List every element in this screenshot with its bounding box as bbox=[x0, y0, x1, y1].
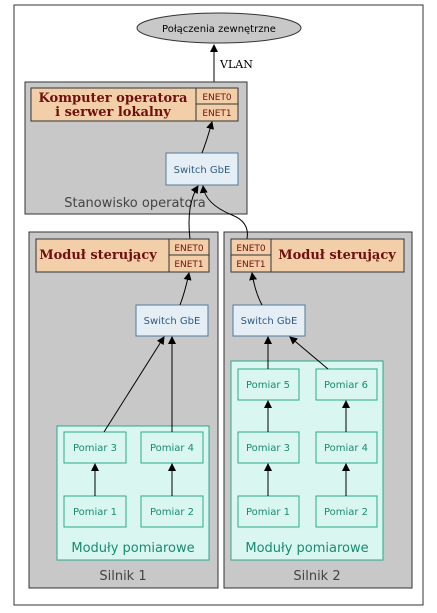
engine-1-switch-link bbox=[179, 272, 192, 306]
engine-1-measure-1: Pomiar 1 bbox=[63, 495, 127, 528]
svg-text:Pomiar 5: Pomiar 5 bbox=[246, 380, 290, 391]
engine-2-link-6-switch bbox=[289, 336, 329, 370]
svg-text:Pomiar 6: Pomiar 6 bbox=[324, 380, 368, 391]
svg-text:Pomiar 1: Pomiar 1 bbox=[73, 507, 117, 518]
operator-station-label: Stanowisko operatora bbox=[64, 196, 206, 211]
engine-2-switch-label: Switch GbE bbox=[241, 316, 298, 327]
engine-1-measure-4: Pomiar 4 bbox=[140, 431, 204, 464]
vlan-label: VLAN bbox=[219, 58, 253, 71]
operator-enet0-label: ENET0 bbox=[202, 93, 232, 103]
engine-1-switch-label: Switch GbE bbox=[144, 316, 201, 327]
engine-1-uplink bbox=[188, 185, 199, 240]
engine-1-measure-2: Pomiar 2 bbox=[140, 495, 204, 528]
engine-2-measure-6: Pomiar 6 bbox=[315, 368, 378, 401]
engine-2-controller-node: ENET0 ENET1 Moduł sterujący bbox=[230, 238, 405, 273]
engine-2-uplink bbox=[199, 185, 248, 240]
operator-computer-title-2: i serwer lokalny bbox=[55, 105, 171, 120]
engine-2-switch-link bbox=[249, 272, 263, 306]
svg-text:Pomiar 4: Pomiar 4 bbox=[324, 443, 368, 454]
engine-1-modules-label: Moduły pomiarowe bbox=[71, 541, 194, 556]
engine-2-label: Silnik 2 bbox=[293, 569, 340, 584]
engine-2-measure-5: Pomiar 5 bbox=[237, 368, 300, 401]
external-connections-node: Połączenia zewnętrzne bbox=[136, 12, 302, 44]
engine-1-enet1-label: ENET1 bbox=[174, 260, 203, 270]
engine-2-modules-label: Moduły pomiarowe bbox=[245, 541, 368, 556]
svg-text:Pomiar 1: Pomiar 1 bbox=[246, 507, 290, 518]
svg-text:Pomiar 2: Pomiar 2 bbox=[324, 507, 368, 518]
engine-2-enet0-label: ENET0 bbox=[236, 244, 266, 254]
engine-2-switch-node: Switch GbE bbox=[232, 304, 306, 337]
svg-text:Pomiar 4: Pomiar 4 bbox=[150, 443, 194, 454]
engine-1-controller-title: Moduł sterujący bbox=[39, 248, 157, 263]
engine-1-link-3-switch bbox=[103, 336, 165, 433]
operator-computer-node: Komputer operatora i serwer lokalny ENET… bbox=[30, 87, 239, 122]
operator-computer-title-1: Komputer operatora bbox=[39, 91, 188, 106]
operator-enet1-label: ENET1 bbox=[202, 109, 231, 119]
engine-1-switch-node: Switch GbE bbox=[135, 304, 209, 337]
svg-text:Pomiar 2: Pomiar 2 bbox=[150, 507, 194, 518]
engine-1-label: Silnik 1 bbox=[99, 569, 146, 584]
engine-2-measure-3: Pomiar 3 bbox=[237, 431, 300, 464]
engine-1-enet1-port bbox=[168, 254, 210, 273]
operator-enet1-port bbox=[195, 103, 239, 122]
engine-2-measure-2: Pomiar 2 bbox=[315, 495, 378, 528]
operator-switch-link bbox=[201, 121, 214, 154]
external-connections-label: Połączenia zewnętrzne bbox=[162, 24, 276, 35]
operator-switch-node: Switch GbE bbox=[165, 152, 239, 186]
engine-2-measure-1: Pomiar 1 bbox=[237, 495, 300, 528]
svg-text:Pomiar 3: Pomiar 3 bbox=[73, 443, 117, 454]
engine-1-enet0-label: ENET0 bbox=[174, 244, 204, 254]
operator-switch-label: Switch GbE bbox=[174, 165, 231, 176]
engine-1-measure-3: Pomiar 3 bbox=[63, 431, 127, 464]
engine-2-enet1-label: ENET1 bbox=[236, 260, 265, 270]
svg-text:Pomiar 3: Pomiar 3 bbox=[246, 443, 290, 454]
engine-1-controller-node: Moduł sterujący ENET0 ENET1 bbox=[35, 238, 210, 273]
engine-2-measure-4: Pomiar 4 bbox=[315, 431, 378, 464]
engine-2-controller-title: Moduł sterujący bbox=[278, 248, 396, 263]
